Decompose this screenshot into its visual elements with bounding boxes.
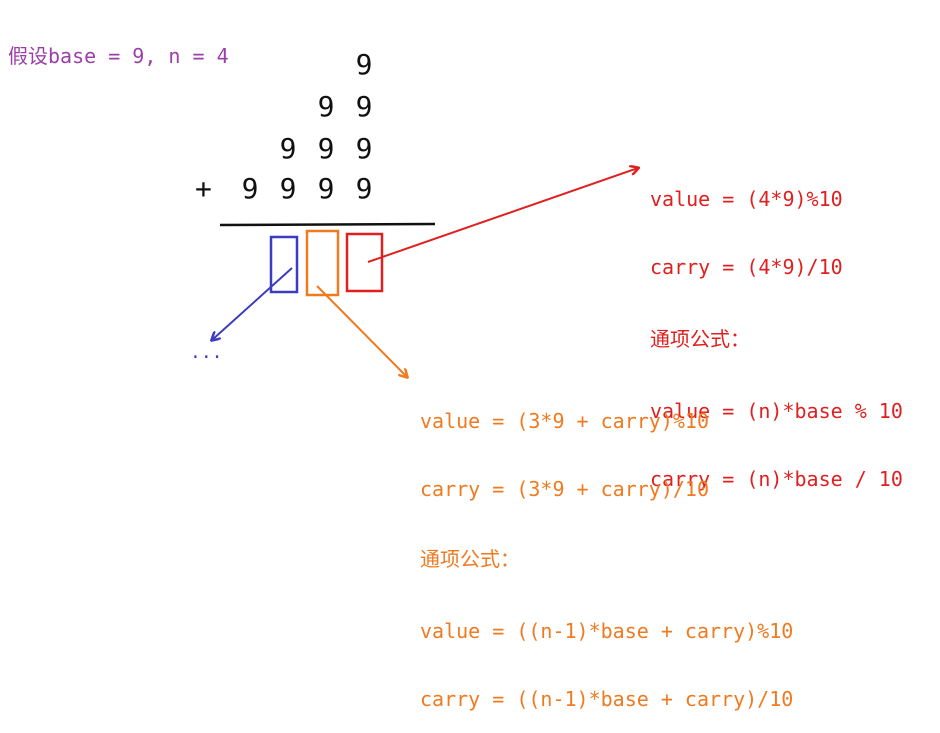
- red-general-value: value = (n)*base % 10: [650, 399, 903, 423]
- assumption-text: 假设base = 9, n = 4: [8, 44, 229, 68]
- digit: 9: [355, 132, 373, 165]
- red-carry-line: carry = (4*9)/10: [650, 255, 843, 279]
- sum-line: [219, 222, 436, 227]
- red-digit-box: [345, 232, 384, 293]
- red-value-line: value = (4*9)%10: [650, 187, 843, 211]
- ellipsis: ...: [190, 342, 223, 363]
- blue-digit-box: [269, 235, 299, 294]
- diagram-shapes: [0, 0, 940, 550]
- orange-general-carry: carry = ((n-1)*base + carry)/10: [420, 687, 794, 711]
- red-general-carry: carry = (n)*base / 10: [650, 467, 903, 491]
- digit: 9: [317, 132, 335, 165]
- digit: 9: [279, 172, 297, 205]
- orange-arrow: [316, 285, 407, 377]
- orange-formula-block: value = (3*9 + carry)%10 carry = (3*9 + …: [420, 368, 793, 733]
- digit: 9: [317, 172, 335, 205]
- orange-value-line: value = (3*9 + carry)%10: [420, 409, 709, 433]
- orange-general-heading: 通项公式：: [420, 547, 520, 571]
- digit: 9: [355, 90, 373, 123]
- orange-carry-line: carry = (3*9 + carry)/10: [420, 477, 709, 501]
- digit: 9: [317, 90, 335, 123]
- blue-arrow: [212, 267, 293, 340]
- red-general-heading: 通项公式：: [650, 327, 750, 351]
- red-formula-block: value = (4*9)%10 carry = (4*9)/10 通项公式： …: [650, 146, 903, 513]
- orange-digit-box: [305, 229, 340, 297]
- digit: 9: [279, 132, 297, 165]
- orange-general-value: value = ((n-1)*base + carry)%10: [420, 619, 794, 643]
- digit: 9: [355, 172, 373, 205]
- digit: 9: [355, 48, 373, 81]
- digit: 9: [241, 172, 259, 205]
- plus-operator: +: [195, 172, 212, 205]
- red-arrow: [367, 168, 638, 263]
